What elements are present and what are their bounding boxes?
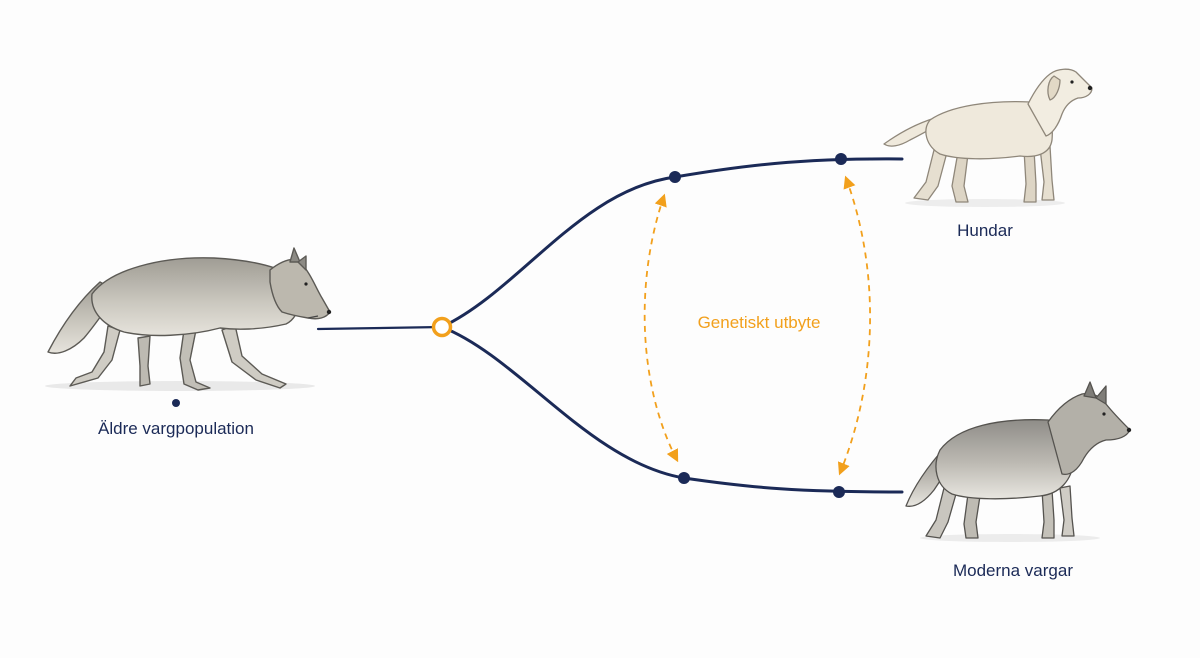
dog-branch-node bbox=[669, 171, 681, 183]
wolf-branch-node bbox=[678, 472, 690, 484]
dog-label: Hundar bbox=[957, 221, 1013, 240]
gene-flow-arrow-right bbox=[837, 175, 871, 476]
split-node bbox=[431, 316, 453, 338]
wolf-label: Moderna vargar bbox=[953, 561, 1073, 580]
ancestor-dot bbox=[172, 399, 180, 407]
wolf-tip-node bbox=[833, 486, 845, 498]
modern-wolf-icon bbox=[905, 381, 1132, 542]
gene-flow-label: Genetiskt utbyte bbox=[698, 313, 821, 332]
dog-icon bbox=[883, 68, 1093, 207]
stem-branch bbox=[316, 325, 444, 331]
dog-tip-node bbox=[835, 153, 847, 165]
dog-branch bbox=[440, 157, 904, 329]
ancestor-label: Äldre vargpopulation bbox=[98, 419, 254, 438]
wolf-branch bbox=[440, 325, 904, 494]
ancestor-wolf-icon bbox=[45, 247, 332, 391]
gene-flow-arrow-left bbox=[643, 193, 679, 463]
